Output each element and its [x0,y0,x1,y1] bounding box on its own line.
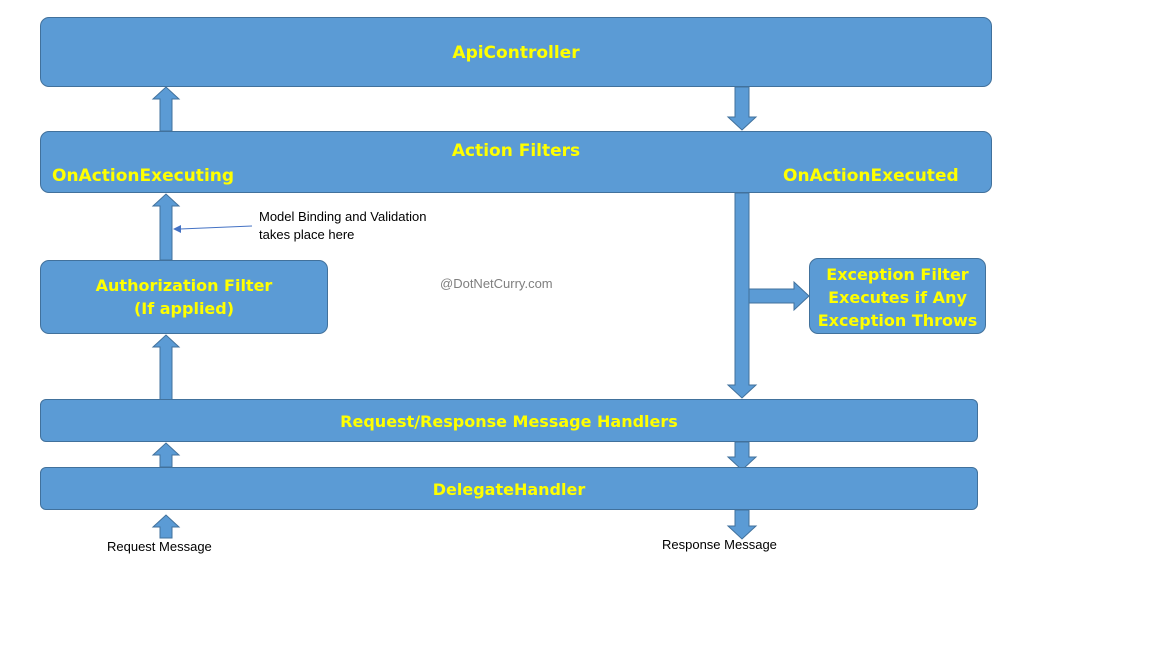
up-arrow-action-filters-to-controller [151,86,181,132]
down-arrow-action-filters-to-handlers [726,192,758,399]
action-filters-box: Action Filters OnActionExecuting OnActio… [40,131,992,193]
api-controller-label: ApiController [452,43,580,63]
watermark-text: @DotNetCurry.com [440,276,553,291]
annotation-pointer-arrowhead [173,225,181,233]
message-handlers-label: Request/Response Message Handlers [340,412,678,431]
down-arrow-handlers-to-delegate [726,441,758,471]
exception-filter-line-1: Exception Filter [826,265,969,284]
authorization-filter-sublabel: (If applied) [133,299,235,318]
model-binding-note-line-1: Model Binding and Validation [259,209,427,224]
exception-filter-line-2: Executes if Any [828,288,967,307]
message-handlers-box: Request/Response Message Handlers [40,399,978,442]
on-action-executing-label: OnActionExecuting [52,166,235,186]
authorization-filter-box: Authorization Filter (If applied) [40,260,328,334]
api-controller-box: ApiController [40,17,992,87]
down-arrow-delegate-to-response [726,509,758,540]
up-arrow-request-to-delegate [151,514,181,539]
delegate-handler-label: DelegateHandler [432,480,586,499]
exception-filter-box: Exception Filter Executes if Any Excepti… [809,258,986,334]
request-message-label: Request Message [107,539,212,554]
authorization-filter-label: Authorization Filter [95,276,273,295]
model-binding-note-line-2: takes place here [259,227,355,242]
up-arrow-delegate-to-handlers [151,442,181,468]
up-arrow-handlers-to-authorization [151,334,181,401]
down-arrow-controller-to-action-filters [726,86,758,131]
delegate-handler-box: DelegateHandler [40,467,978,510]
exception-filter-line-3: Exception Throws [817,311,978,330]
annotation-pointer-line [179,225,253,230]
right-arrow-to-exception-filter [748,280,810,312]
on-action-executed-label: OnActionExecuted [783,166,959,186]
action-filters-title: Action Filters [451,141,581,161]
up-arrow-authorization-to-action-filters [151,193,181,261]
response-message-label: Response Message [662,537,777,552]
